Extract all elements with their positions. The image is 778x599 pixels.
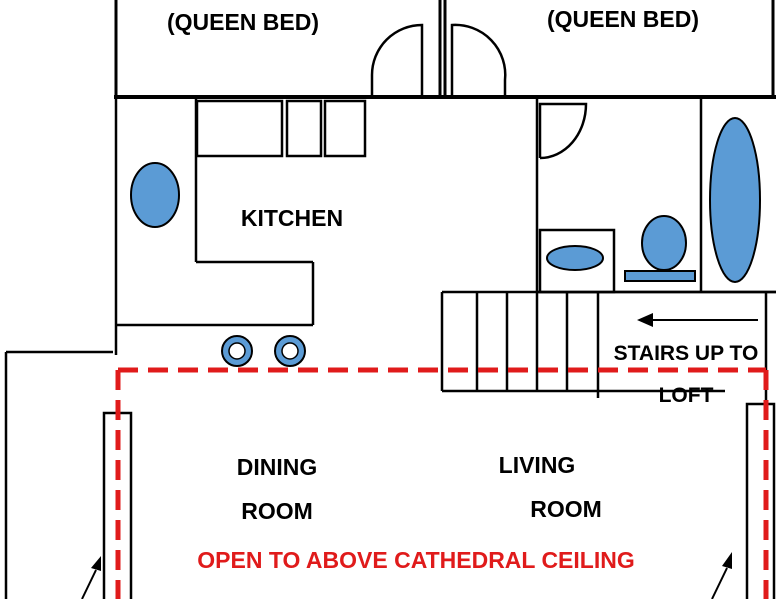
kitchen-upper-cabinets xyxy=(195,99,367,158)
open-to-above-outline xyxy=(115,367,769,599)
living-label-line1: LIVING xyxy=(499,452,576,478)
stairs-label-line2: LOFT xyxy=(659,384,714,407)
toilet-tank-icon xyxy=(624,270,696,282)
bedroom-left xyxy=(114,0,442,98)
sink-icon xyxy=(546,245,604,271)
entry-arrow-right-icon xyxy=(711,552,732,599)
bedroom-right xyxy=(443,0,775,98)
entry-arrow-left-icon xyxy=(81,556,101,599)
stairs xyxy=(440,290,776,398)
stairs-label-line1: STAIRS UP TO xyxy=(614,342,759,365)
bedroom-right-label: (QUEEN BED) xyxy=(547,6,699,32)
toilet-bowl-icon xyxy=(641,215,687,271)
dining-label-line2: ROOM xyxy=(241,498,313,524)
kitchen-label: KITCHEN xyxy=(241,205,343,231)
kitchen-table-icon xyxy=(130,162,180,228)
door-swing-left xyxy=(370,23,424,96)
open-to-above-label: OPEN TO ABOVE CATHEDRAL CEILING xyxy=(197,547,634,573)
living-label-line2: ROOM xyxy=(530,496,602,522)
bathroom-door-swing xyxy=(538,102,588,160)
bedroom-left-label: (QUEEN BED) xyxy=(167,9,319,35)
stairs-arrow-icon xyxy=(637,313,758,327)
dining-label-line1: DINING xyxy=(237,454,318,480)
door-swing-right xyxy=(450,23,507,96)
bathtub-icon xyxy=(709,117,761,283)
